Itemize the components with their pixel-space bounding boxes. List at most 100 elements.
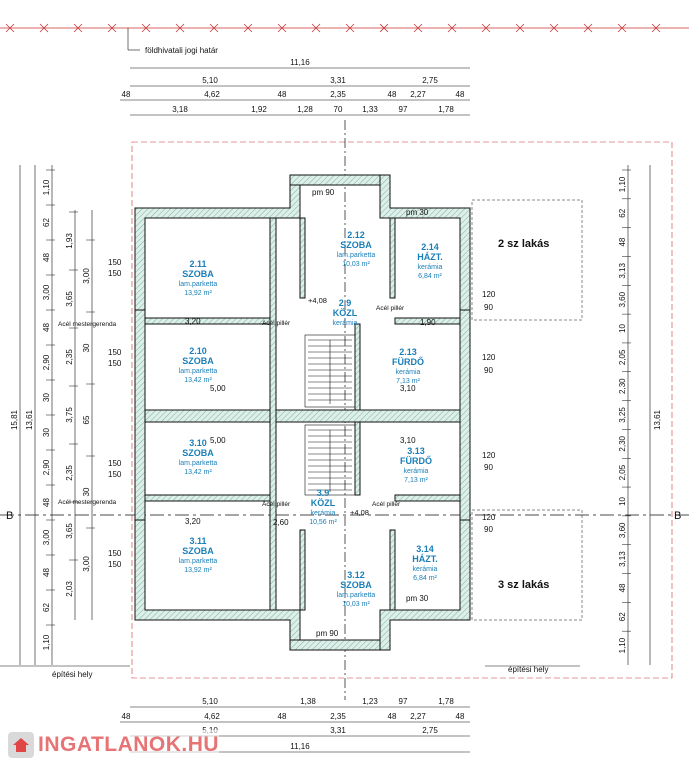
room-area: 10,03 m² bbox=[342, 261, 370, 268]
room-floor: kerámia bbox=[333, 320, 358, 327]
svg-text:5,00: 5,00 bbox=[210, 436, 226, 445]
room-name: SZOBA bbox=[340, 580, 372, 590]
svg-text:150: 150 bbox=[108, 470, 122, 479]
boundary-cross-mark bbox=[345, 23, 355, 33]
room-floor: lam.parketta bbox=[179, 368, 218, 375]
dim-value: 10 bbox=[618, 496, 627, 505]
room-area: 13,92 m² bbox=[184, 290, 212, 297]
room-name: HÁZT. bbox=[417, 252, 443, 262]
dim-value: 2,35 bbox=[65, 349, 74, 365]
dim-value: 30 bbox=[42, 393, 51, 402]
dim-top-r3-2: 4,62 bbox=[204, 90, 220, 99]
svg-text:90: 90 bbox=[484, 303, 493, 312]
dim-top-r3-7: 48 bbox=[456, 90, 465, 99]
room-area: 13,92 m² bbox=[184, 567, 212, 574]
dim-value: 48 bbox=[618, 237, 627, 246]
boundary-cross-mark bbox=[209, 23, 219, 33]
room-floor: lam.parketta bbox=[179, 281, 218, 288]
svg-text:3,10: 3,10 bbox=[400, 436, 416, 445]
dim-value: 3,60 bbox=[618, 291, 627, 307]
dim-value: 1,93 bbox=[65, 233, 74, 249]
dim-value: 1,10 bbox=[42, 179, 51, 195]
room-floor: lam.parketta bbox=[179, 460, 218, 467]
svg-text:2,35: 2,35 bbox=[330, 712, 346, 721]
dim-top-r3-3: 48 bbox=[278, 90, 287, 99]
svg-text:150: 150 bbox=[108, 359, 122, 368]
svg-text:150: 150 bbox=[108, 269, 122, 278]
dim-value: 30 bbox=[82, 343, 91, 352]
boundary-cross-mark bbox=[583, 23, 593, 33]
buildable-area-outline bbox=[131, 141, 673, 679]
boundary-cross-mark bbox=[175, 23, 185, 33]
house-icon bbox=[8, 732, 34, 758]
dim-value: 3,65 bbox=[65, 291, 74, 307]
svg-text:120: 120 bbox=[482, 513, 496, 522]
room-number: 2.9 bbox=[339, 298, 352, 308]
room-area: 6,84 m² bbox=[418, 273, 442, 280]
dim-value: 62 bbox=[618, 612, 627, 621]
boundary-cross-mark bbox=[481, 23, 491, 33]
svg-text:120: 120 bbox=[482, 353, 496, 362]
room-area: 6,84 m² bbox=[413, 575, 437, 582]
svg-text:3,10: 3,10 bbox=[400, 384, 416, 393]
svg-text:48: 48 bbox=[456, 712, 465, 721]
room-number: 2.11 bbox=[189, 259, 206, 269]
section-marker-left: B bbox=[6, 510, 13, 522]
dim-value: 62 bbox=[42, 218, 51, 227]
right-dimensions: 13,61 1,1062483,133,60102,052,303,252,30… bbox=[618, 165, 662, 665]
terrace-upper bbox=[471, 199, 583, 321]
room-name: SZOBA bbox=[182, 448, 214, 458]
room-name: KÖZL bbox=[333, 308, 358, 318]
svg-text:1,90: 1,90 bbox=[420, 318, 436, 327]
svg-text:2,75: 2,75 bbox=[422, 726, 438, 735]
dim-value: 1,10 bbox=[618, 176, 627, 192]
room-floor: kerámia bbox=[418, 264, 443, 271]
beam-label-lower: Acél mestergerenda bbox=[58, 499, 117, 506]
dim-value: 3,25 bbox=[618, 407, 627, 423]
room-name: FÜRDŐ bbox=[400, 455, 432, 466]
room-name: SZOBA bbox=[182, 546, 214, 556]
boundary-cross-mark bbox=[549, 23, 559, 33]
svg-text:150: 150 bbox=[108, 258, 122, 267]
svg-text:90: 90 bbox=[484, 463, 493, 472]
boundary-cross-mark bbox=[379, 23, 389, 33]
room-name: FÜRDŐ bbox=[392, 356, 424, 367]
boundary-cross-mark bbox=[311, 23, 321, 33]
room-name: HÁZT. bbox=[412, 554, 438, 564]
svg-text:pm 30: pm 30 bbox=[406, 594, 429, 603]
building-walls bbox=[134, 174, 471, 651]
dim-value: 3,00 bbox=[82, 556, 91, 572]
svg-text:pm 90: pm 90 bbox=[312, 188, 335, 197]
beam-label-upper: Acél mestergerenda bbox=[58, 321, 117, 328]
dim-value: 3,00 bbox=[42, 529, 51, 545]
dim-value: 3,00 bbox=[82, 268, 91, 284]
svg-text:3,20: 3,20 bbox=[185, 517, 201, 526]
room-floor: lam.parketta bbox=[337, 252, 376, 259]
room-area: 10,03 m² bbox=[342, 601, 370, 608]
dim-top-r3-4: 2,35 bbox=[330, 90, 346, 99]
dim-top-r4-3: 1,28 bbox=[297, 105, 313, 114]
dim-top-r3-6: 2,27 bbox=[410, 90, 426, 99]
svg-text:pm 90: pm 90 bbox=[316, 629, 339, 638]
room-number: 3.12 bbox=[347, 570, 365, 580]
dim-value: 3,13 bbox=[618, 551, 627, 567]
room-area: 13,42 m² bbox=[184, 377, 212, 384]
room-floor: lam.parketta bbox=[337, 592, 376, 599]
buildable-label-right: építési hely bbox=[508, 665, 548, 674]
room-number: 2.12 bbox=[347, 230, 365, 240]
boundary-cross-mark bbox=[73, 23, 83, 33]
room-number: 3.10 bbox=[189, 438, 207, 448]
dim-value: 48 bbox=[42, 498, 51, 507]
dim-value: 48 bbox=[42, 568, 51, 577]
room-floor: kerámia bbox=[311, 510, 336, 517]
dim-value: 2,30 bbox=[618, 435, 627, 451]
room-number: 2.10 bbox=[189, 346, 207, 356]
dim-value: 62 bbox=[42, 603, 51, 612]
svg-text:1,23: 1,23 bbox=[362, 697, 378, 706]
apartment-label-lower: 3 sz lakás bbox=[498, 579, 549, 591]
dim-value: 2,05 bbox=[618, 349, 627, 365]
room-name: SZOBA bbox=[182, 269, 214, 279]
